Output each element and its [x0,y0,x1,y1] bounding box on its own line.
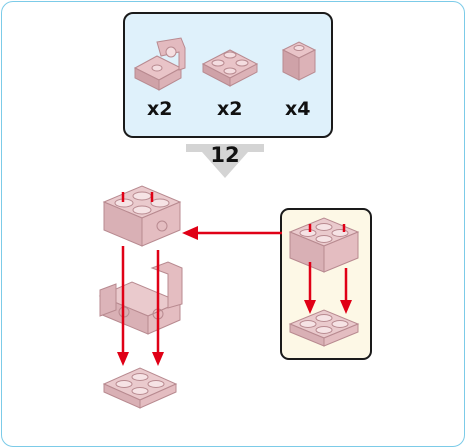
flat-plate-2x2-icon [201,49,259,87]
part-qty-3: x4 [285,98,311,120]
step-down-arrow-icon [186,144,264,178]
cube-brick-icon [281,41,317,81]
parts-list-box: x2 x2 x4 [123,12,333,138]
main-assembly-arrows [117,192,164,366]
subassembly-arrows [304,224,352,314]
step-number: 12 [210,143,240,167]
part-qty-1: x2 [147,98,173,120]
part-qty-2: x2 [217,98,243,120]
l-bracket-brick-icon [133,37,186,91]
base-plate-brick [102,367,178,409]
main-cube-brick [102,185,182,247]
assembly-diagram [98,185,360,409]
subassembly-cube-brick [288,217,360,273]
subassembly-plate-brick [288,309,360,347]
parts-icons [133,37,317,91]
attach-arrow-icon [182,226,282,240]
l-bracket-brick [98,261,183,335]
